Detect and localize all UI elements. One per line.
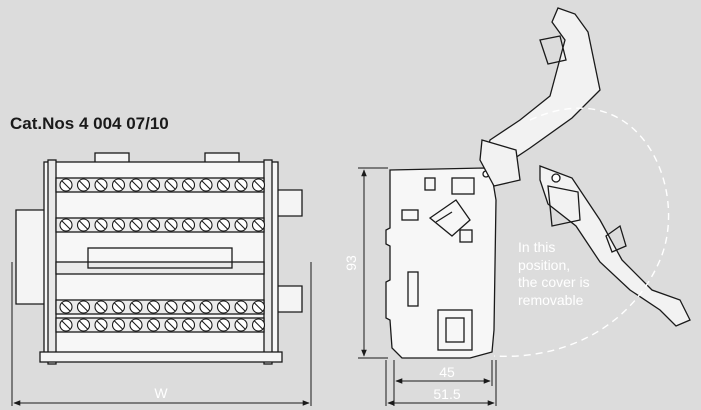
screw-slot [149,180,158,190]
note-line: the cover is [518,274,590,290]
screw-slot [114,220,123,230]
screw-slot [96,302,106,312]
screw-slot [254,302,263,312]
screw-slot [131,180,141,190]
screw-slot [131,320,141,330]
cover-removal-note: In this position, the cover is removable [518,239,590,309]
screw-slot [96,180,106,190]
note-line: position, [518,256,571,273]
screw-slot [219,180,228,190]
screw-slot [114,302,123,312]
screw-slot [149,220,158,230]
screw-slot [79,320,88,330]
screw-slot [236,320,246,330]
screw-slot [201,320,211,330]
note-line: removable [518,291,584,308]
screw-slot [254,180,263,190]
screw-slot [61,302,71,312]
screw-slot [254,220,263,230]
depth-inner-label: 45 [439,364,455,380]
screw-slot [201,220,211,230]
screw-slot [219,320,228,330]
screw-slot [149,302,158,312]
screw-slot [79,180,88,190]
screw-slot [96,220,106,230]
rotation-arc [493,107,670,358]
depth-dimensions [385,360,497,406]
screw-slot [96,320,106,330]
screw-slot [184,220,193,230]
screw-slot [184,180,193,190]
screw-slot [61,180,71,190]
height-dimension [358,167,388,359]
width-dimension [11,262,312,406]
catalog-title: Cat.Nos 4 004 07/10 [10,114,169,133]
screw-slot [166,220,176,230]
screw-slot [149,320,158,330]
side-view-profile [385,167,497,359]
screw-slot [79,220,88,230]
screw-slot [254,320,263,330]
screw-slot [131,302,141,312]
note-line: In this [518,239,556,255]
height-label: 93 [343,255,359,271]
hinged-cover [479,7,691,327]
screw-slot [236,220,246,230]
screw-slot [219,220,228,230]
screw-slot [236,302,246,312]
screw-slot [114,180,123,190]
screw-slot [236,180,246,190]
depth-outer-label: 51.5 [433,386,460,402]
screw-slot [79,302,88,312]
screw-slot [166,320,176,330]
screw-slot [61,220,71,230]
screw-terminals [59,178,266,332]
screw-slot [201,302,211,312]
screw-slot [184,302,193,312]
screw-slot [201,180,211,190]
screw-slot [114,320,123,330]
screw-slot [166,180,176,190]
screw-slot [219,302,228,312]
width-label: W [154,385,168,401]
screw-slot [131,220,141,230]
screw-slot [61,320,71,330]
screw-slot [184,320,193,330]
screw-slot [166,302,176,312]
